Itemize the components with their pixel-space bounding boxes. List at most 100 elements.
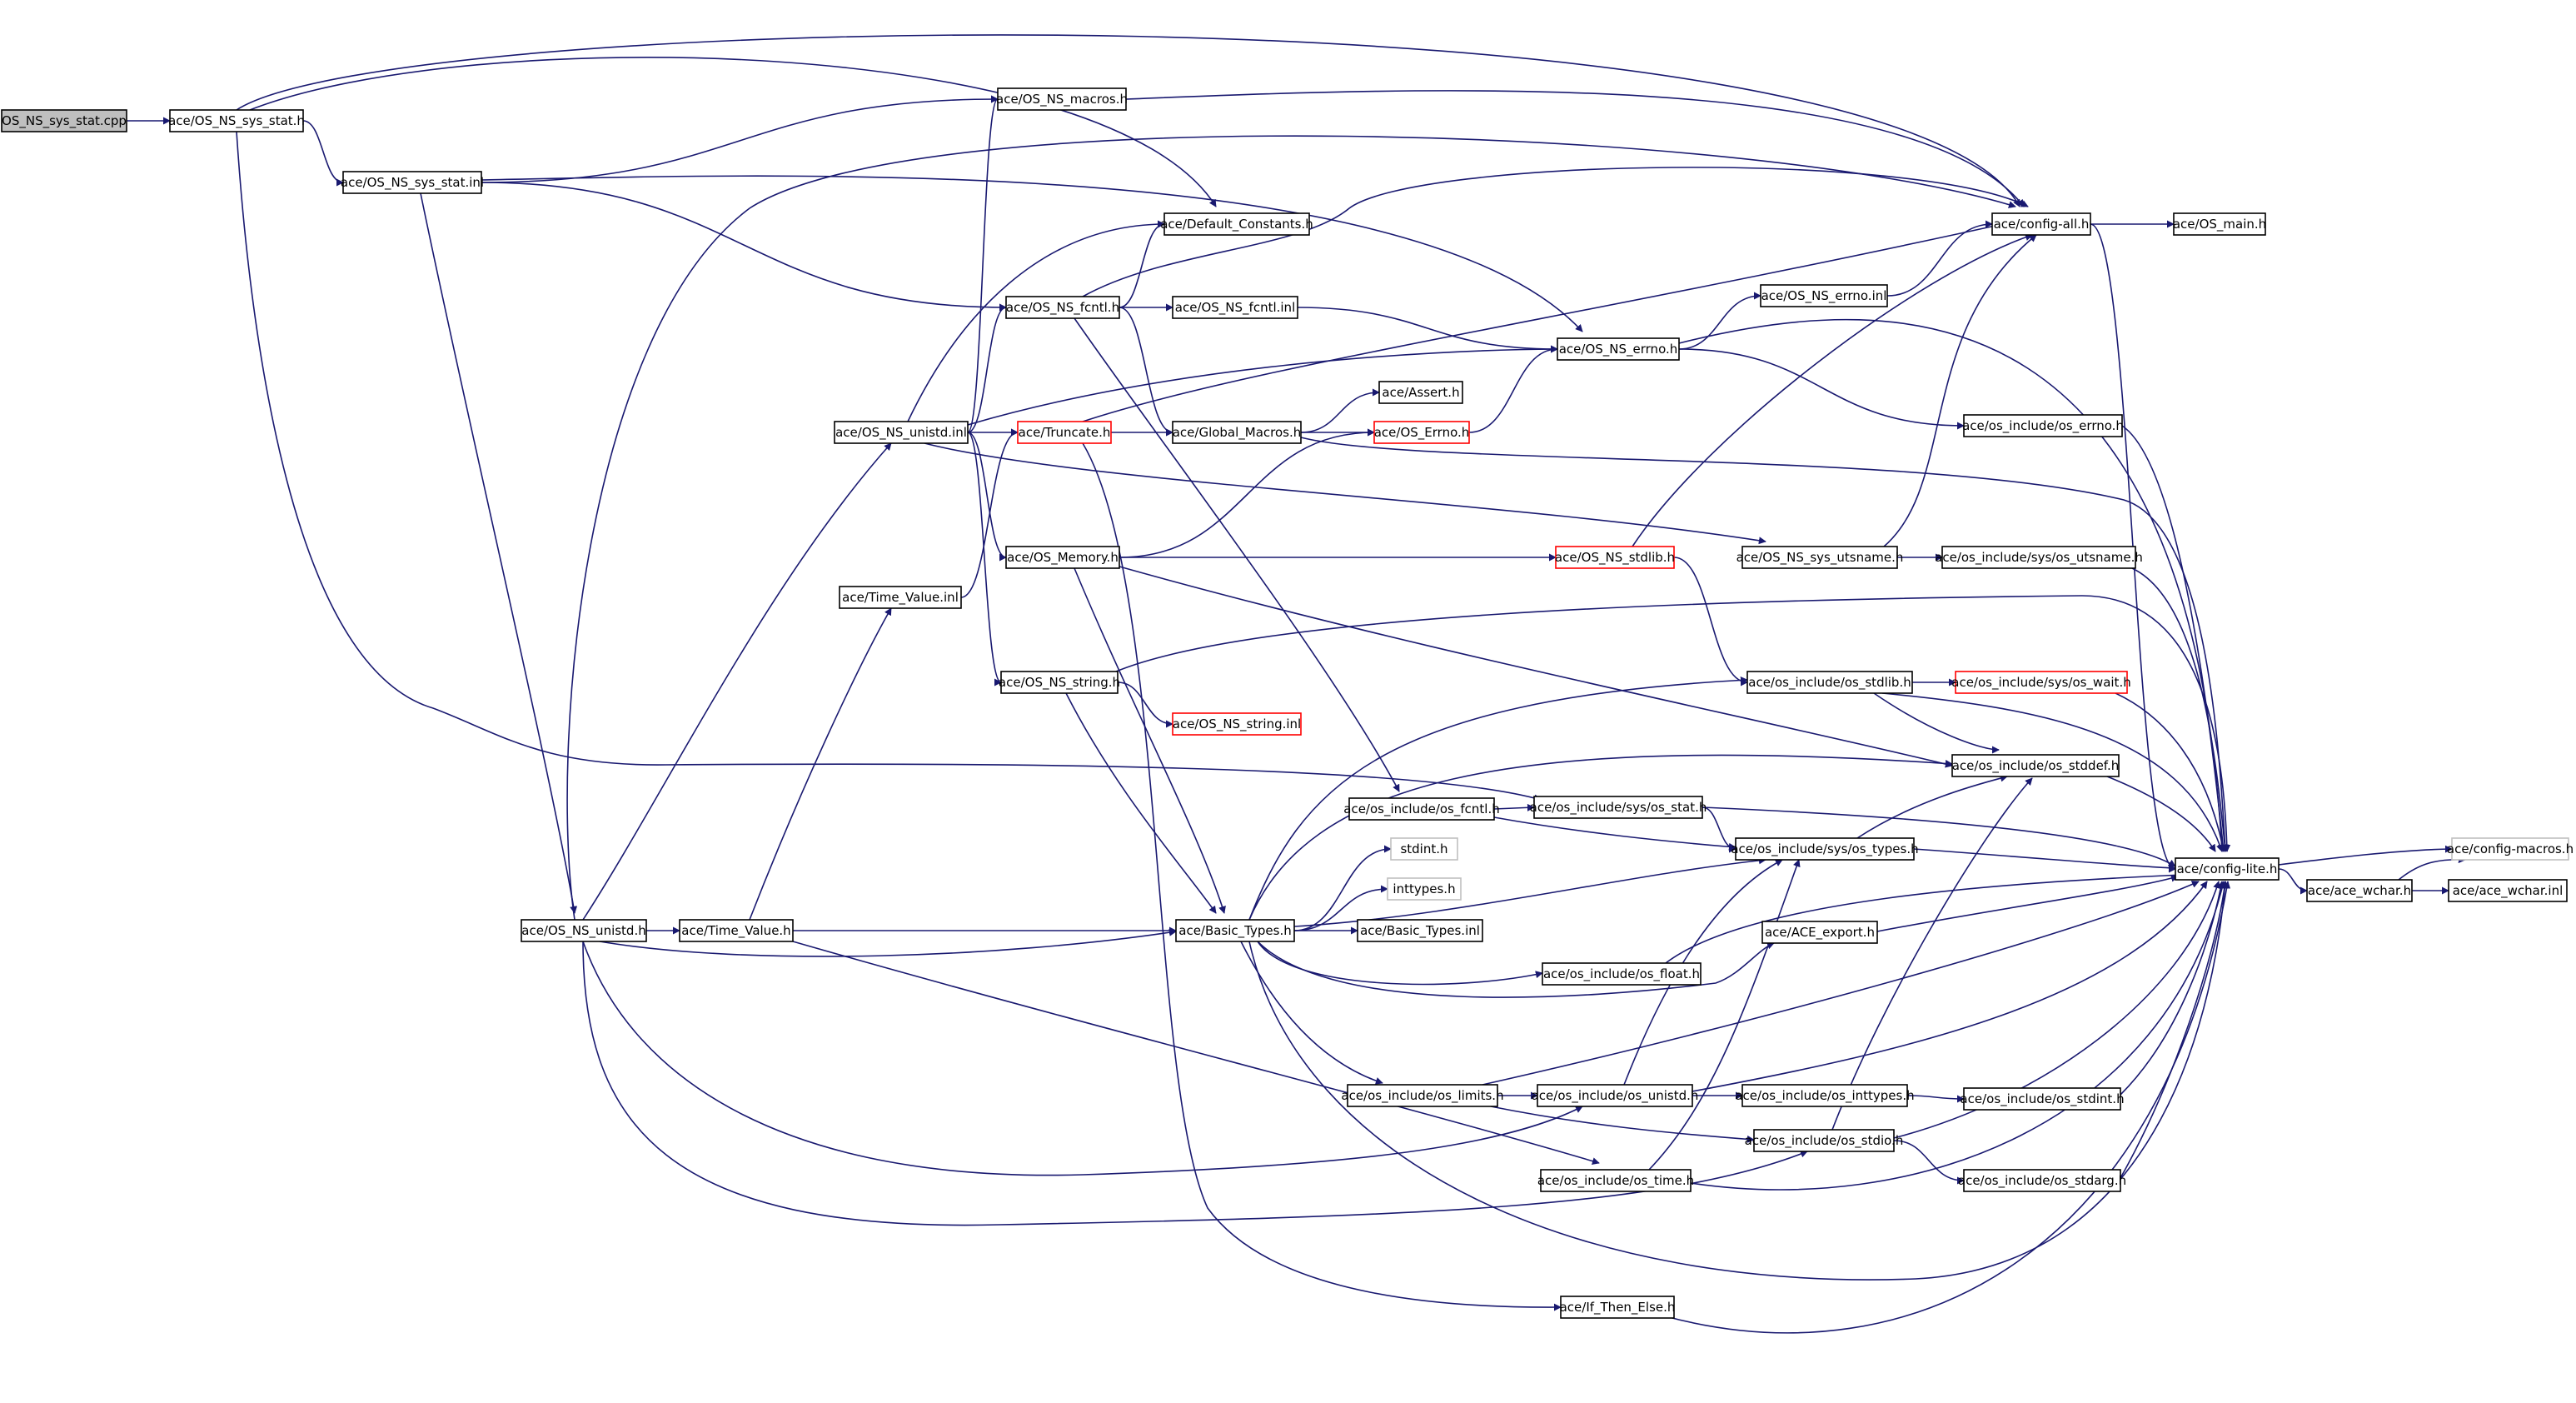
node-acewchar-inl[interactable]: ace/ace_wchar.inl <box>2448 879 2568 902</box>
node-fcntl-inl[interactable]: ace/OS_NS_fcntl.inl <box>1172 296 1298 319</box>
node-macros[interactable]: ace/OS_NS_macros.h <box>996 87 1128 111</box>
node-aceexport[interactable]: ace/ACE_export.h <box>1761 921 1878 944</box>
node-os-unistd[interactable]: ace/os_include/os_unistd.h <box>1532 1084 1699 1107</box>
node-truncate[interactable]: ace/Truncate.h <box>1017 421 1112 444</box>
node-box <box>1175 919 1295 942</box>
edge-basictypes-to-os_stddef <box>1248 754 1953 921</box>
node-os-wait[interactable]: ace/os_include/sys/os_wait.h <box>1951 671 2131 694</box>
node-box <box>1533 796 1703 819</box>
node-osmain[interactable]: ace/OS_main.h <box>2173 212 2266 236</box>
node-os-stdio[interactable]: ace/os_include/os_stdio.h <box>1745 1129 1904 1152</box>
edge-stdlib-to-os_stdlib <box>1673 557 1748 687</box>
node-box <box>1537 1084 1693 1107</box>
node-string-inl[interactable]: ace/OS_NS_string.inl <box>1172 712 1302 736</box>
node-os-utsname[interactable]: ace/os_include/sys/os_utsname.h <box>1935 546 2143 569</box>
edge-sysstat_inl-to-unistd_h <box>420 192 578 914</box>
node-memory[interactable]: ace/OS_Memory.h <box>1005 546 1120 569</box>
edge-unistd_inl-to-utsname <box>924 442 1766 545</box>
edge-configlite-to-configmacros <box>2278 845 2453 866</box>
node-box <box>1741 546 1898 569</box>
node-fcntl-h[interactable]: ace/OS_NS_fcntl.h <box>1005 296 1120 319</box>
edge-sysstat_h-to-os_stat <box>236 131 1542 802</box>
edge-os_stdio-to-os_stdarg <box>1893 1140 1965 1185</box>
edge-unistd_inl-to-fcntl_h <box>967 303 1007 433</box>
node-os-errno[interactable]: ace/os_include/os_errno.h <box>1962 414 2124 437</box>
node-box <box>1735 837 1915 861</box>
edge-utsname-to-configall <box>1883 234 2037 547</box>
edge-unistd_inl-to-memory <box>967 432 1007 562</box>
node-box <box>1557 337 1680 361</box>
node-sysstat-h[interactable]: ace/OS_NS_sys_stat.h <box>168 109 305 132</box>
edge-sysstat_inl-to-macros <box>481 95 999 183</box>
node-label: ace/Default_Constants.h <box>1160 217 1313 232</box>
node-label: ace/OS_NS_fcntl.h <box>1006 300 1119 316</box>
node-label: ace/os_include/os_stddef.h <box>1952 758 2120 774</box>
node-os-fcntl[interactable]: ace/os_include/os_fcntl.h <box>1343 797 1500 821</box>
node-assert[interactable]: ace/Assert.h <box>1378 381 1463 404</box>
node-os-limits[interactable]: ace/os_include/os_limits.h <box>1341 1084 1504 1107</box>
node-box <box>1373 421 1470 444</box>
edge-os_unistd-to-configlite <box>1692 881 2208 1092</box>
node-box <box>1555 546 1675 569</box>
edge-errno_h-to-errno_inl <box>1678 292 1761 350</box>
node-acewchar-h[interactable]: ace/ace_wchar.h <box>2306 879 2413 902</box>
node-label: ace/os_include/sys/os_wait.h <box>1951 675 2130 691</box>
node-errno-inl[interactable]: ace/OS_NS_errno.inl <box>1760 284 1888 307</box>
node-defconst[interactable]: ace/Default_Constants.h <box>1160 212 1313 236</box>
node-basictypes-inl[interactable]: ace/Basic_Types.inl <box>1357 919 1483 942</box>
edge-fcntl_h-to-globalmacros <box>1119 307 1173 437</box>
node-box <box>1963 1169 2121 1192</box>
node-string-h[interactable]: ace/OS_NS_string.h <box>999 671 1120 694</box>
edge-fcntl_h-to-configall <box>1082 167 2029 297</box>
node-os-stddef[interactable]: ace/os_include/os_stddef.h <box>1951 754 2120 777</box>
node-label: ace/OS_NS_errno.h <box>1559 342 1678 357</box>
node-box <box>1753 1129 1895 1152</box>
node-stdint[interactable]: stdint.h <box>1390 837 1458 861</box>
node-configmacros[interactable]: ace/config-macros.h <box>2447 837 2574 861</box>
node-box <box>1163 212 1310 236</box>
node-inttypes[interactable]: inttypes.h <box>1387 877 1462 901</box>
edge-acewchar_h-to-configmacros <box>2398 856 2466 881</box>
node-label: ace/os_include/os_limits.h <box>1341 1088 1503 1104</box>
node-label: ace/os_include/sys/os_types.h <box>1731 841 1918 857</box>
node-oserrno[interactable]: ace/OS_Errno.h <box>1373 421 1470 444</box>
node-box <box>1387 877 1462 901</box>
node-os-time[interactable]: ace/os_include/os_time.h <box>1537 1169 1694 1192</box>
edge-unistd_h-to-unistd_inl <box>582 442 892 921</box>
node-root[interactable]: OS_NS_sys_stat.cpp <box>1 109 127 132</box>
node-globalmacros[interactable]: ace/Global_Macros.h <box>1172 421 1302 444</box>
edge-os_unistd-to-os_types <box>1623 859 1783 1086</box>
node-unistd-inl[interactable]: ace/OS_NS_unistd.inl <box>834 421 969 444</box>
node-os-stdlib[interactable]: ace/os_include/os_stdlib.h <box>1746 671 1913 694</box>
node-box <box>1963 1087 2121 1111</box>
node-os-stdarg[interactable]: ace/os_include/os_stdarg.h <box>1958 1169 2126 1192</box>
node-errno-h[interactable]: ace/OS_NS_errno.h <box>1557 337 1680 361</box>
node-ifthenelse[interactable]: ace/If_Then_Else.h <box>1560 1296 1676 1319</box>
node-timevalue-h[interactable]: ace/Time_Value.h <box>679 919 794 942</box>
node-os-types[interactable]: ace/os_include/sys/os_types.h <box>1731 837 1919 861</box>
edge-os_stdio-to-os_stddef <box>1831 777 2033 1131</box>
node-configall[interactable]: ace/config-all.h <box>1991 212 2091 236</box>
node-label: ace/OS_NS_fcntl.inl <box>1175 300 1296 316</box>
node-os-stdint[interactable]: ace/os_include/os_stdint.h <box>1960 1087 2125 1111</box>
node-os-inttypes[interactable]: ace/os_include/os_inttypes.h <box>1735 1084 1915 1107</box>
node-basictypes[interactable]: ace/Basic_Types.h <box>1175 919 1295 942</box>
node-stdlib[interactable]: ace/OS_NS_stdlib.h <box>1555 546 1675 569</box>
edge-configlite-to-acewchar_h <box>2278 868 2308 895</box>
node-timevalue-inl[interactable]: ace/Time_Value.inl <box>839 586 962 609</box>
node-unistd-h[interactable]: ace/OS_NS_unistd.h <box>521 919 647 942</box>
node-configlite[interactable]: ace/config-lite.h <box>2175 857 2280 881</box>
edge-os_stdlib-to-os_stddef <box>1873 692 2000 754</box>
edge-os_fcntl-to-os_stat <box>1493 803 1535 811</box>
edge-sysstat_inl-to-errno_h <box>481 175 1583 332</box>
node-os-float[interactable]: ace/os_include/os_float.h <box>1542 962 1702 986</box>
node-label: ace/OS_Errno.h <box>1374 425 1470 441</box>
node-sysstat-inl[interactable]: ace/OS_NS_sys_stat.inl <box>341 171 484 194</box>
node-utsname[interactable]: ace/OS_NS_sys_utsname.h <box>1736 546 1904 569</box>
node-label: ace/If_Then_Else.h <box>1560 1300 1676 1316</box>
edge-timevalue_h-to-timevalue_inl <box>749 607 892 921</box>
node-os-stat[interactable]: ace/os_include/sys/os_stat.h <box>1530 796 1707 819</box>
node-box <box>2175 857 2280 881</box>
node-box <box>2173 212 2266 236</box>
node-box <box>1348 797 1495 821</box>
